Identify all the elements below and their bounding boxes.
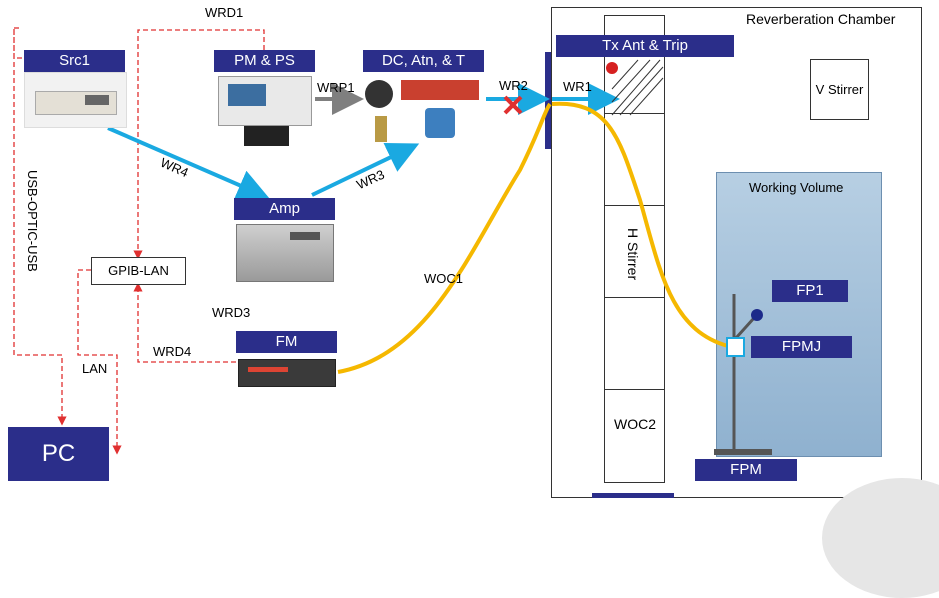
woc2-cable	[551, 101, 729, 348]
woc1-cable	[337, 102, 552, 374]
fpm-label: FPM	[695, 459, 797, 481]
lan-label: LAN	[82, 361, 108, 376]
woc2-label: WOC2	[614, 416, 656, 432]
connections-layer	[13, 27, 763, 455]
fm-device-image	[236, 353, 337, 393]
wrp1-label: WRP1	[317, 80, 355, 95]
tx-ant-trip-label: Tx Ant & Trip	[556, 35, 734, 57]
tx-antenna-hatch	[611, 59, 664, 116]
disconnect-x-icon	[503, 95, 523, 115]
fpm-base	[714, 449, 772, 455]
fp1-probe-icon	[751, 309, 763, 321]
fm-label: FM	[236, 331, 337, 353]
fp1-label: FP1	[772, 280, 848, 302]
wr4-cable	[107, 126, 270, 201]
working-volume	[716, 172, 882, 457]
working-volume-label: Working Volume	[749, 180, 844, 195]
dc-atn-t-label: DC, Atn, & T	[363, 50, 484, 72]
fpmj-label: FPMJ	[751, 336, 852, 358]
pm-ps-label: PM & PS	[214, 50, 315, 72]
amp-device-image	[234, 220, 335, 286]
stirrer-divider	[605, 205, 664, 206]
src1-label: Src1	[24, 50, 125, 72]
wr2-label: WR2	[499, 78, 528, 93]
fpmj-junction-icon	[726, 337, 745, 357]
src1-device-image	[24, 72, 127, 128]
tx-antenna-icon	[606, 62, 618, 74]
dc-atn-t-device-image	[363, 72, 484, 147]
probe-arm	[734, 316, 756, 340]
chamber-base-bar	[592, 493, 674, 498]
gpib-lan-box: GPIB-LAN	[91, 257, 186, 285]
wrd4-label: WRD4	[153, 344, 192, 359]
stirrer-divider	[605, 297, 664, 298]
chamber-title: Reverberation Chamber	[746, 11, 896, 27]
wrd1-label: WRD1	[205, 5, 244, 20]
stirrer-divider	[605, 113, 664, 114]
wrd3-label: WRD3	[212, 305, 251, 320]
pm-ps-device-image	[214, 72, 315, 147]
v-stirrer: V Stirrer	[810, 59, 869, 120]
pc-box: PC	[8, 427, 109, 481]
data-cables	[13, 27, 265, 455]
wr3-cable	[311, 142, 420, 197]
usb-optic-usb-label: USB-OPTIC-USB	[25, 170, 40, 272]
woc1-label: WOC1	[424, 271, 463, 286]
amp-label: Amp	[234, 198, 335, 220]
stirrer-divider	[605, 389, 664, 390]
wr1-label: WR1	[563, 79, 592, 94]
